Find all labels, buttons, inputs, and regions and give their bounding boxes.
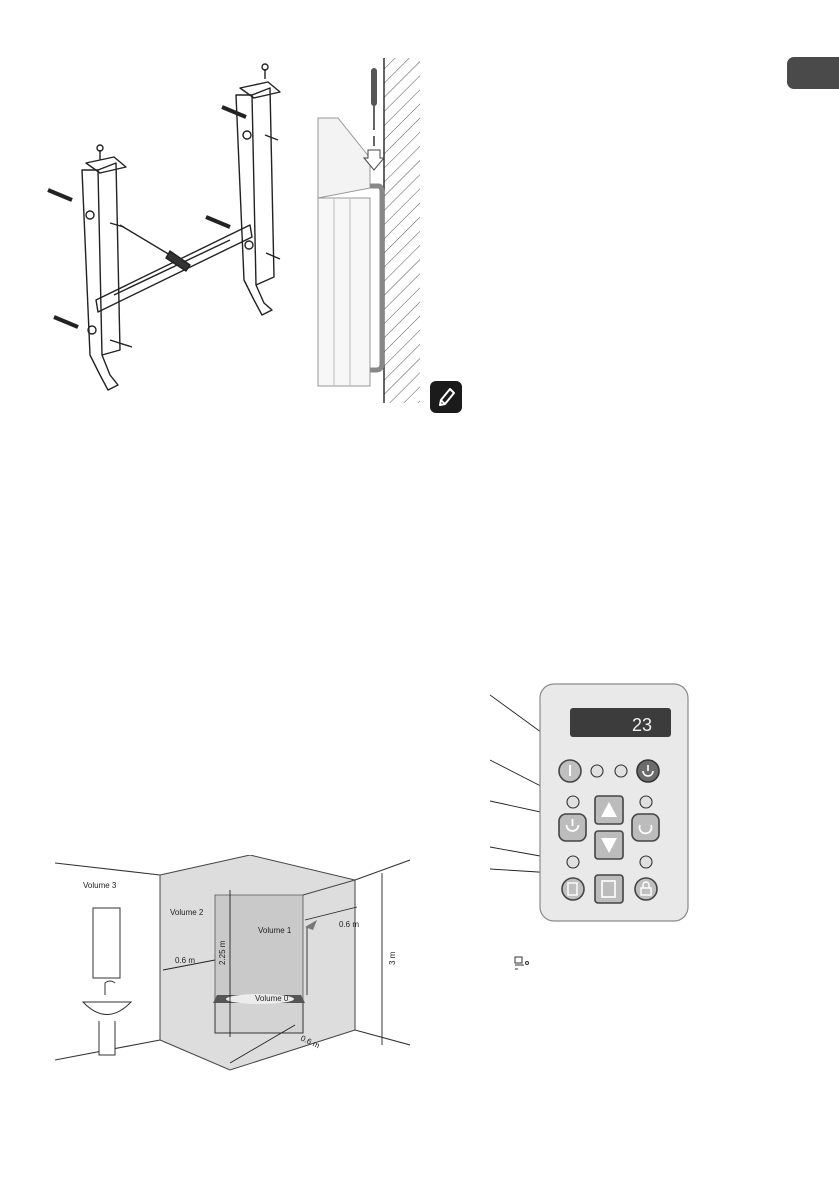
timer-icon — [631, 813, 660, 842]
lock-icon — [634, 877, 658, 901]
control-panel-diagram: 23 — [490, 683, 689, 922]
left-bracket — [81, 169, 119, 391]
screwdriver — [119, 224, 171, 256]
window-icon — [561, 877, 585, 901]
indicator-led — [614, 764, 628, 778]
note-pencil-icon — [430, 381, 462, 413]
dim-height-inner-label: 2.25 m — [218, 940, 227, 965]
indicator-led — [639, 855, 653, 869]
volume-0-label: Volume 0 — [255, 994, 289, 1003]
wall-bracket-illustration — [47, 63, 281, 391]
display-value: 23 — [632, 715, 652, 735]
volume-1-zone — [214, 894, 304, 1001]
indicator-led — [639, 795, 653, 809]
indicator-led — [566, 855, 580, 869]
right-bracket — [235, 94, 273, 316]
dim-left-label: 0.6 m — [175, 956, 195, 965]
heater-side-view — [317, 58, 420, 403]
volume-3-label: Volume 3 — [83, 881, 117, 890]
presence-symbol-icon — [514, 956, 529, 970]
presence-sensor-icon — [636, 759, 660, 783]
thermometer-icon — [558, 759, 582, 783]
shower-head — [305, 920, 317, 930]
wall-hatching — [384, 58, 420, 403]
indicator-led — [566, 795, 580, 809]
screwdriver-icon — [362, 68, 386, 171]
lcd-display — [570, 708, 671, 737]
volume-2-label: Volume 2 — [170, 908, 204, 917]
language-tab — [787, 57, 839, 89]
volume-0-zone — [226, 994, 294, 1004]
cross-bar — [95, 224, 253, 313]
bathroom-volumes-diagram: Volume 3 Volume 2 Volume 1 Volume 0 0.6 … — [55, 855, 410, 1071]
window-open-icon — [594, 874, 624, 904]
arrow-down-icon — [594, 830, 624, 860]
arrow-up-icon — [594, 795, 624, 825]
dim-right-label: 0.6 m — [339, 920, 359, 929]
volume-1-label: Volume 1 — [258, 926, 292, 935]
indicator-led — [590, 764, 604, 778]
power-icon — [558, 813, 587, 842]
dim-height-total-label: 3 m — [388, 951, 397, 965]
washbasin — [81, 907, 133, 1056]
